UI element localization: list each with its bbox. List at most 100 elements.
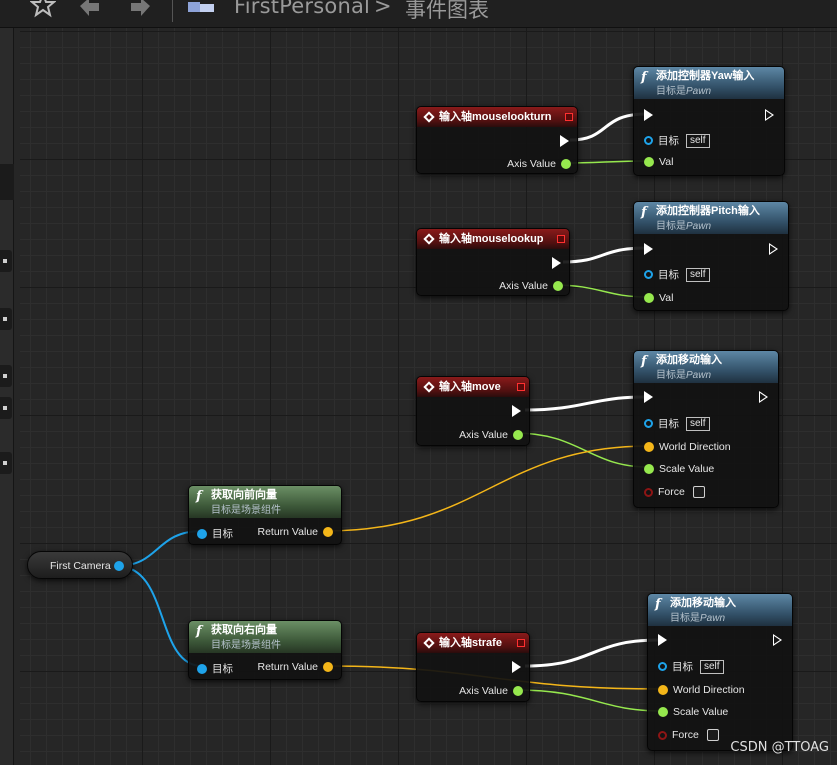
event-node-mouselookturn[interactable]: 输入轴mouselookturn Axis Value (416, 106, 578, 174)
vector-pin-icon[interactable] (644, 442, 654, 452)
exec-pin-icon[interactable] (773, 634, 782, 646)
object-pin-icon[interactable] (197, 528, 207, 539)
pin-label: Force (672, 729, 699, 741)
forward-arrow-icon[interactable] (128, 0, 154, 20)
exec-pin-icon[interactable] (644, 109, 653, 121)
object-pin-icon[interactable] (658, 662, 667, 671)
side-panel-tab[interactable] (0, 250, 12, 272)
object-pin-icon[interactable] (644, 419, 653, 428)
exec-output-pin[interactable] (765, 109, 774, 121)
exec-pin-icon[interactable] (560, 135, 569, 147)
scale-value-pin[interactable]: Scale Value (658, 706, 733, 718)
side-panel-tab[interactable] (0, 365, 12, 387)
delegate-pin-icon[interactable] (557, 235, 565, 243)
object-pin-icon[interactable] (114, 561, 124, 571)
world-direction-pin[interactable]: World Direction (658, 684, 750, 696)
bool-pin-icon[interactable] (658, 730, 667, 740)
subtitle-prefix: 目标是 (670, 613, 700, 624)
variable-label: First Camera (50, 560, 111, 572)
exec-input-pin[interactable] (658, 634, 667, 646)
force-pin[interactable]: Force (658, 729, 719, 741)
event-node-header: 输入轴mouselookturn (417, 107, 577, 127)
val-pin[interactable]: Val (644, 292, 678, 304)
axis-value-pin[interactable]: Axis Value (494, 280, 563, 292)
target-pin[interactable]: 目标 self (644, 416, 710, 431)
exec-pin-icon[interactable] (552, 257, 561, 269)
event-node-title: 输入轴mouselookturn (439, 111, 552, 123)
exec-pin-icon[interactable] (512, 405, 521, 417)
exec-pin-icon[interactable] (769, 243, 778, 255)
world-direction-pin[interactable]: World Direction (644, 441, 736, 453)
float-pin-icon[interactable] (553, 281, 563, 291)
float-pin-icon[interactable] (513, 430, 523, 440)
return-value-pin[interactable]: Return Value (252, 526, 333, 538)
target-pin[interactable]: 目标 self (644, 133, 710, 148)
back-arrow-icon[interactable] (76, 0, 102, 20)
float-pin-icon[interactable] (644, 464, 654, 474)
exec-pin-icon[interactable] (512, 661, 521, 673)
axis-value-pin[interactable]: Axis Value (502, 158, 571, 170)
function-node-add-movement-input-strafe[interactable]: f 添加移动输入 目标是Pawn 目标 self World Direction… (647, 593, 793, 751)
target-pin[interactable]: 目标 (197, 661, 238, 676)
vector-pin-icon[interactable] (323, 662, 333, 672)
exec-pin-icon[interactable] (644, 391, 653, 403)
breadcrumb-event-graph[interactable]: 事件图表 (405, 0, 489, 22)
val-pin[interactable]: Val (644, 156, 678, 168)
function-node-add-pitch-input[interactable]: f 添加控制器Pitch输入 目标是Pawn 目标 self Val (633, 201, 789, 311)
vector-pin-icon[interactable] (658, 685, 668, 695)
exec-output-pin[interactable] (512, 405, 521, 417)
event-node-mouselookup[interactable]: 输入轴mouselookup Axis Value (416, 228, 570, 296)
exec-output-pin[interactable] (552, 257, 561, 269)
function-node-add-yaw-input[interactable]: f 添加控制器Yaw输入 目标是Pawn 目标 self Val (633, 66, 785, 176)
delegate-pin-icon[interactable] (517, 639, 525, 647)
float-pin-icon[interactable] (644, 293, 654, 303)
side-panel-tab[interactable] (0, 397, 12, 419)
exec-output-pin[interactable] (773, 634, 782, 646)
object-pin-icon[interactable] (644, 136, 653, 145)
force-checkbox[interactable] (692, 486, 705, 498)
float-pin-icon[interactable] (658, 707, 668, 717)
side-panel-tab[interactable] (0, 308, 12, 330)
breadcrumb-blueprint[interactable]: FirstPersonal (234, 0, 371, 18)
event-node-strafe[interactable]: 输入轴strafe Axis Value (416, 632, 530, 702)
float-pin-icon[interactable] (644, 157, 654, 167)
first-camera-variable-node[interactable]: First Camera (27, 551, 133, 579)
exec-input-pin[interactable] (644, 391, 653, 403)
side-panel-tab[interactable] (0, 452, 12, 474)
get-forward-vector-node[interactable]: f 获取向前向量 目标是场景组件 目标 Return Value (188, 485, 342, 545)
exec-output-pin[interactable] (759, 391, 768, 403)
exec-output-pin[interactable] (769, 243, 778, 255)
graph-tab-icon[interactable] (186, 0, 218, 20)
exec-input-pin[interactable] (644, 243, 653, 255)
axis-value-pin[interactable]: Axis Value (454, 685, 523, 697)
exec-output-pin[interactable] (512, 661, 521, 673)
exec-pin-icon[interactable] (759, 391, 768, 403)
bool-pin-icon[interactable] (644, 487, 653, 497)
exec-output-pin[interactable] (560, 135, 569, 147)
force-checkbox[interactable] (706, 729, 719, 741)
event-node-move[interactable]: 输入轴move Axis Value (416, 376, 530, 446)
return-value-pin[interactable]: Return Value (252, 661, 333, 673)
function-node-add-movement-input[interactable]: f 添加移动输入 目标是Pawn 目标 self World Direction… (633, 350, 779, 508)
object-pin-icon[interactable] (197, 663, 207, 674)
axis-value-pin[interactable]: Axis Value (454, 429, 523, 441)
target-pin[interactable]: 目标 self (658, 659, 724, 674)
exec-pin-icon[interactable] (658, 634, 667, 646)
float-pin-icon[interactable] (513, 686, 523, 696)
delegate-pin-icon[interactable] (565, 113, 573, 121)
star-icon[interactable] (30, 0, 56, 20)
delegate-pin-icon[interactable] (517, 383, 525, 391)
exec-input-pin[interactable] (644, 109, 653, 121)
target-pin[interactable]: 目标 self (644, 267, 710, 282)
vector-pin-icon[interactable] (323, 527, 333, 537)
force-pin[interactable]: Force (644, 486, 705, 498)
exec-pin-icon[interactable] (765, 109, 774, 121)
float-pin-icon[interactable] (561, 159, 571, 169)
scale-value-pin[interactable]: Scale Value (644, 463, 719, 475)
object-pin-icon[interactable] (644, 270, 653, 279)
get-right-vector-node[interactable]: f 获取向右向量 目标是场景组件 目标 Return Value (188, 620, 342, 680)
target-pin[interactable]: 目标 (197, 526, 238, 541)
function-icon: f (641, 354, 647, 369)
exec-pin-icon[interactable] (644, 243, 653, 255)
self-default-value: self (686, 267, 710, 282)
